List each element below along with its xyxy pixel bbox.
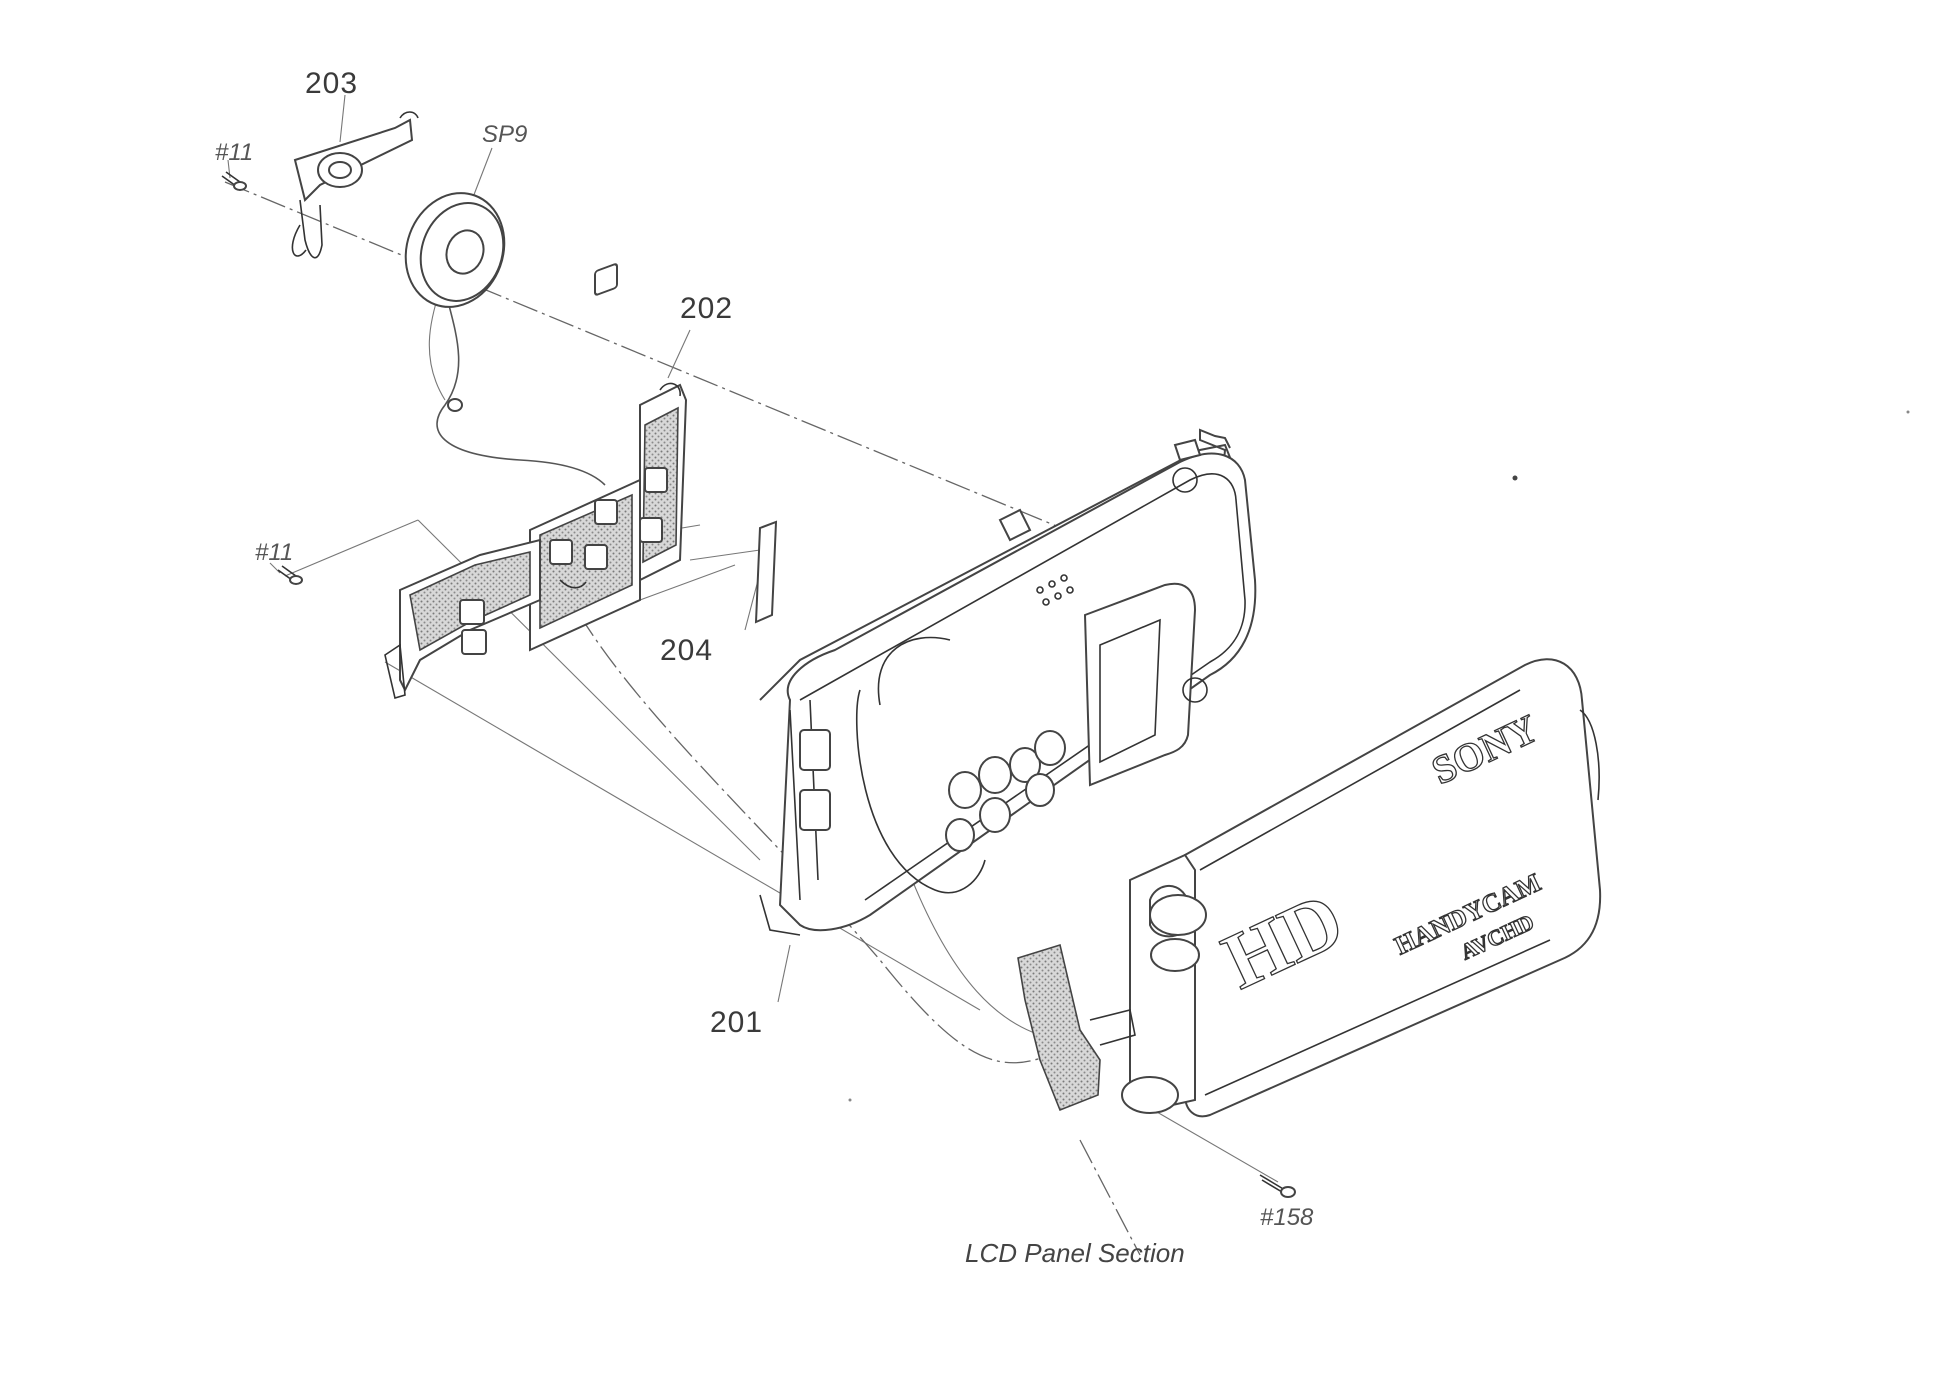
part-labels: 203 SP9 #11 202 #11 204 201 #158 LCD Pan… <box>215 67 1314 1268</box>
label-screw-11-mid: #11 <box>255 539 293 566</box>
label-sp9: SP9 <box>482 121 527 148</box>
screw-11-top <box>221 171 247 191</box>
label-202: 202 <box>680 292 733 325</box>
label-204: 204 <box>660 634 713 667</box>
label-lcd-panel-section: LCD Panel Section <box>965 1238 1185 1268</box>
label-203: 203 <box>305 67 358 100</box>
part-204-sheet <box>754 520 778 624</box>
part-203-bracket <box>291 111 419 259</box>
label-201: 201 <box>710 1006 763 1039</box>
screw-11-mid <box>277 565 303 585</box>
part-201-cabinet <box>759 428 1257 936</box>
label-screw-158: #158 <box>1260 1204 1314 1231</box>
part-202-jack-board <box>384 263 688 700</box>
lcd-panel-section <box>1017 658 1602 1198</box>
label-screw-11-top: #11 <box>215 139 253 166</box>
speaker-sp9 <box>404 192 506 412</box>
scan-specks <box>848 410 1910 1102</box>
